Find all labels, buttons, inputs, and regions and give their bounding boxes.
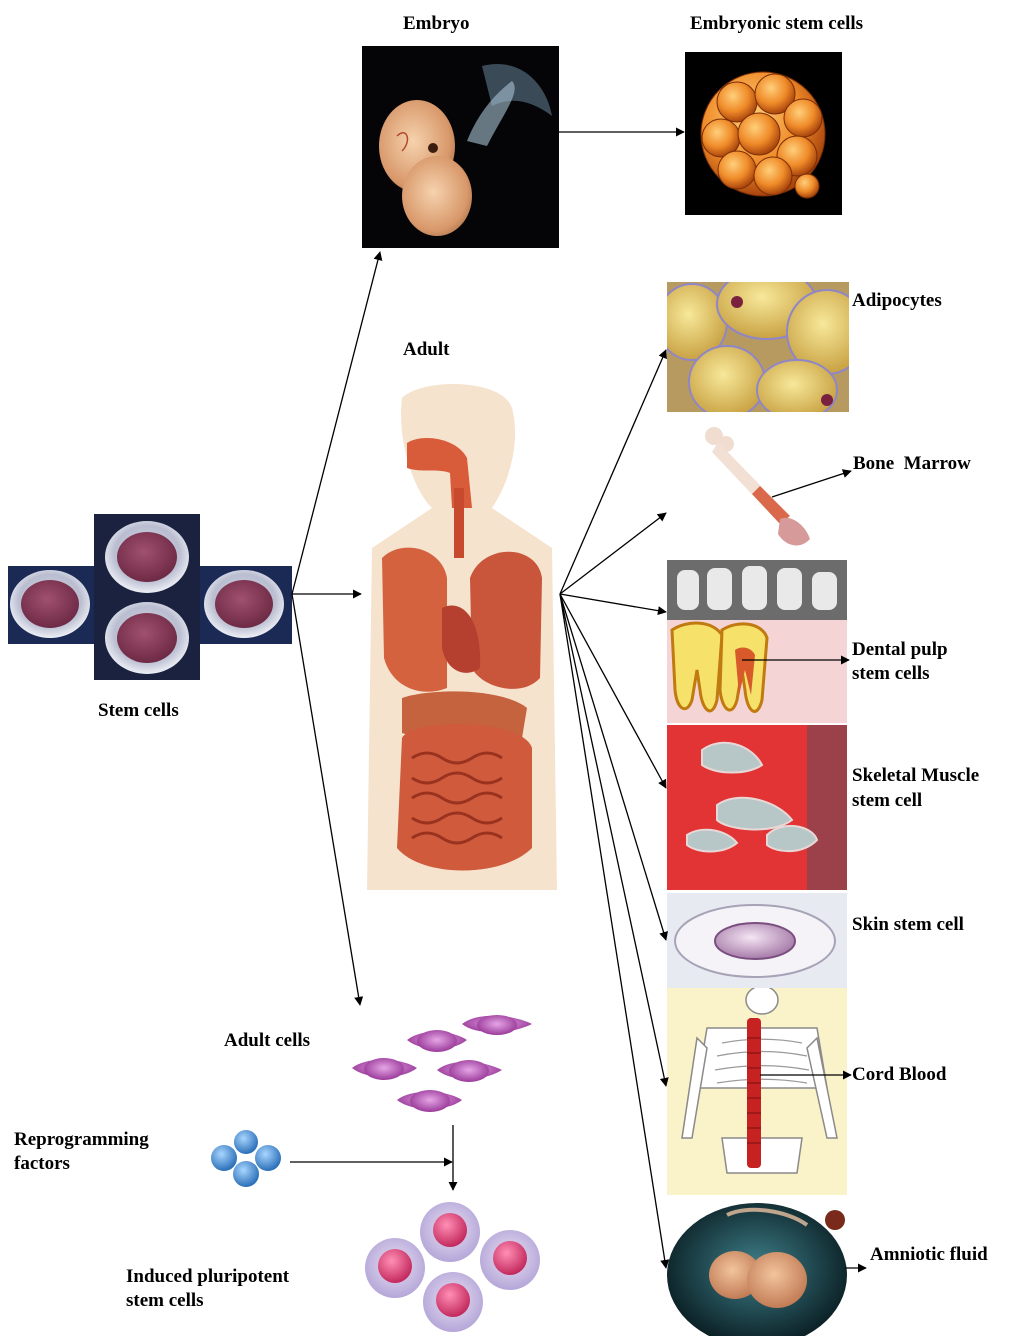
- label-skeletal-muscle-line2: stem cell: [852, 789, 922, 813]
- label-embryonic-stem-cells: Embryonic stem cells: [690, 12, 863, 36]
- label-stem-cells: Stem cells: [98, 699, 179, 723]
- pointer-bone-marrow: [772, 471, 851, 497]
- label-ipsc-line1: Induced pluripotent: [126, 1265, 289, 1289]
- arrow-to-cord-blood: [560, 594, 666, 1086]
- label-dental-pulp-line1: Dental pulp: [852, 638, 948, 662]
- label-cord-blood: Cord Blood: [852, 1063, 947, 1087]
- label-adult: Adult: [403, 338, 449, 362]
- label-skin-stem-cell: Skin stem cell: [852, 913, 964, 937]
- arrow-to-adult-cells: [292, 594, 360, 1005]
- arrow-to-dental: [560, 594, 666, 612]
- label-dental-pulp-line2: stem cells: [852, 662, 930, 686]
- label-skeletal-muscle-line1: Skeletal Muscle: [852, 764, 979, 788]
- arrow-to-skin: [560, 594, 666, 940]
- arrow-to-amniotic: [560, 594, 666, 1268]
- label-adult-cells: Adult cells: [224, 1029, 310, 1053]
- label-reprogramming-line1: Reprogramming: [14, 1128, 149, 1152]
- arrow-to-adipocytes: [560, 350, 666, 594]
- arrow-to-embryo: [292, 252, 380, 594]
- label-reprogramming-line2: factors: [14, 1152, 70, 1176]
- label-adipocytes: Adipocytes: [852, 289, 942, 313]
- label-amniotic-fluid: Amniotic fluid: [870, 1243, 988, 1267]
- arrow-to-bone: [560, 513, 666, 594]
- label-embryo: Embryo: [403, 12, 470, 36]
- label-ipsc-line2: stem cells: [126, 1289, 204, 1313]
- label-bone-marrow: Bone Marrow: [853, 452, 971, 476]
